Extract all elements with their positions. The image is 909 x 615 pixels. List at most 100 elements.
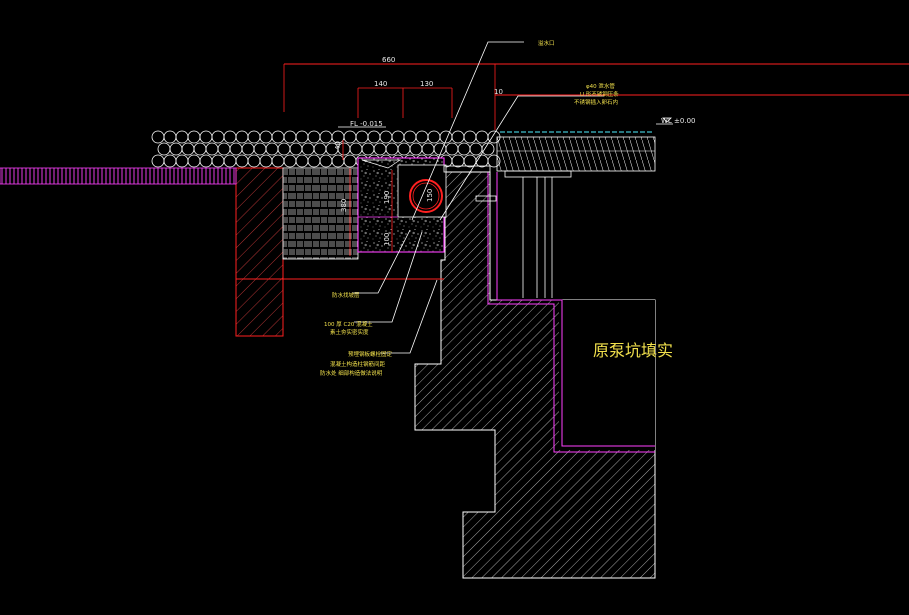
pebble [193,142,207,156]
pebble [481,142,495,156]
pebble [451,154,465,168]
pebble [175,130,189,144]
pebble [343,154,357,168]
pebble [217,142,231,156]
pebble [301,142,315,156]
svg-text:380: 380 [340,199,348,212]
pebble [277,142,291,156]
dimension-lines [283,64,496,256]
pebble [319,130,333,144]
pebble [235,130,249,144]
pebble [283,130,297,144]
pebble [409,142,423,156]
pebble [355,130,369,144]
pebble [475,130,489,144]
drain-trough [357,157,497,253]
pebble [319,154,333,168]
svg-text:660: 660 [382,56,395,64]
pebble [211,130,225,144]
svg-text:190: 190 [383,191,391,204]
pebble [343,130,357,144]
annotation-texts: 溢水口 φ40 泄水管 U 形不锈钢压条 不锈钢插入卵石内 防水找坡层 100 … [320,39,619,377]
pebble [373,142,387,156]
pebble [295,154,309,168]
pebble [211,154,225,168]
pebble [235,154,249,168]
pebble [283,154,297,168]
svg-text:10: 10 [494,88,503,96]
svg-text:预埋钢板螺栓固定: 预埋钢板螺栓固定 [348,350,393,358]
pebble [379,130,393,144]
pebble [415,130,429,144]
svg-text:U 形不锈钢压条: U 形不锈钢压条 [580,90,619,98]
pebble [247,154,261,168]
pebble [157,142,171,156]
pebble [187,130,201,144]
pebble [391,130,405,144]
pebble [241,142,255,156]
dimension-texts: 660 140 130 10 40 190 100 150 380 FL -0.… [334,56,696,246]
pebble [403,130,417,144]
pebble [331,154,345,168]
leader-lines [338,41,673,354]
pebble [421,142,435,156]
svg-text:WL ±0.00: WL ±0.00 [661,117,696,125]
pebble [445,142,459,156]
pebble [463,130,477,144]
pebble [199,154,213,168]
pebble [259,154,273,168]
pebble [307,130,321,144]
svg-text:不锈钢插入卵石内: 不锈钢插入卵石内 [574,98,618,106]
pebble [397,142,411,156]
pebble [313,142,327,156]
svg-text:150: 150 [426,189,434,202]
pebble [307,154,321,168]
pebble [199,130,213,144]
left-retaining-wall [235,167,284,337]
svg-text:40: 40 [334,141,342,150]
svg-text:100 厚 C20 混凝土: 100 厚 C20 混凝土 [324,320,373,328]
grade-lines [236,63,909,280]
pebble [271,130,285,144]
ground-strip [0,167,237,185]
pebble [469,142,483,156]
svg-text:素土夯实密实度: 素土夯实密实度 [330,328,369,336]
pebble [205,142,219,156]
pebble [151,130,165,144]
pebble [175,154,189,168]
fill-label: 原泵坑填实 [593,341,673,360]
pebble [265,142,279,156]
pebble [187,154,201,168]
pebble [295,130,309,144]
pebble [163,130,177,144]
svg-text:防水找坡层: 防水找坡层 [332,291,360,299]
svg-text:140: 140 [374,80,387,88]
svg-text:100: 100 [383,233,391,246]
pebble [259,130,273,144]
pebble [181,142,195,156]
pebble [247,130,261,144]
pebble [151,154,165,168]
pebble [475,154,489,168]
svg-text:混凝土构造柱钢筋间距: 混凝土构造柱钢筋间距 [330,360,386,368]
pebble [223,130,237,144]
paving-block [282,167,359,260]
pebble [451,130,465,144]
pebble [223,154,237,168]
svg-text:φ40 泄水管: φ40 泄水管 [586,82,615,90]
svg-text:防水处 细部构造做法说明: 防水处 细部构造做法说明 [320,369,383,377]
pebble [163,154,177,168]
pebble [289,142,303,156]
pebble [385,142,399,156]
pebble [367,130,381,144]
pebble [169,142,183,156]
pebble [361,142,375,156]
svg-text:130: 130 [420,80,433,88]
soil-mass [414,171,656,579]
pebble [457,142,471,156]
pebble [427,130,441,144]
pebble [271,154,285,168]
pebble [229,142,243,156]
svg-text:FL -0.015: FL -0.015 [350,120,383,128]
waterproof-contour [487,172,655,453]
